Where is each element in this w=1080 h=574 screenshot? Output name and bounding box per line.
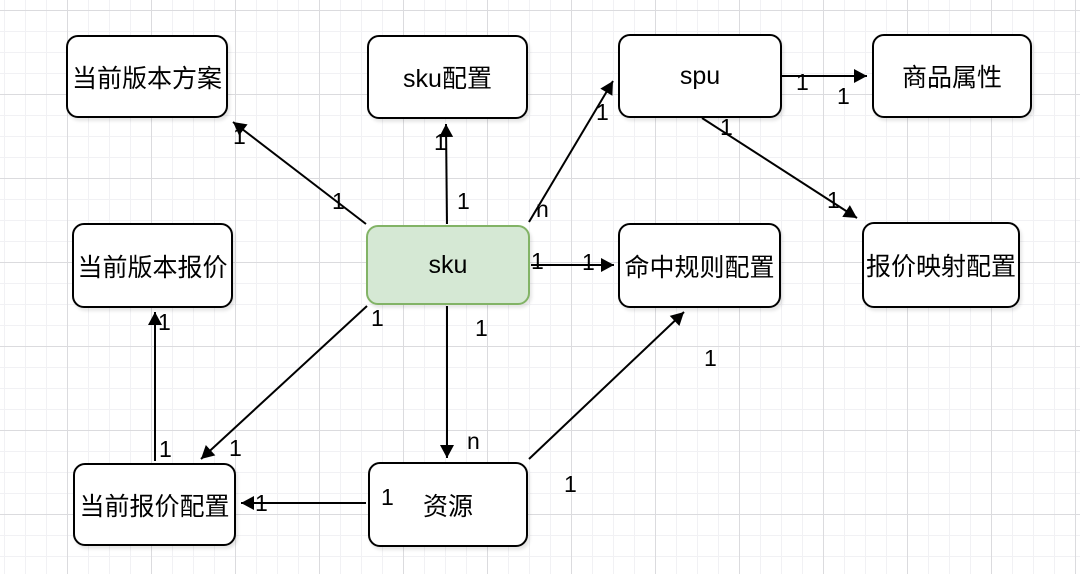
node-current-version-quote: 当前版本报价	[72, 223, 233, 308]
edge-label-sku-to-resource-target: n	[467, 428, 480, 454]
edge-label-current-quote-config-to-current-version-quote-target: 1	[158, 309, 171, 335]
node-sku-config: sku配置	[367, 35, 528, 119]
node-hit-rule-config: 命中规则配置	[618, 223, 781, 308]
edge-label-spu-to-quote-mapping-config-source: 1	[720, 114, 733, 140]
edge-label-sku-to-current-version-plan-target: 1	[233, 123, 246, 149]
edge-spu-to-quote-mapping-config	[701, 117, 858, 219]
edge-label-sku-to-current-quote-config-source: 1	[371, 305, 384, 331]
edge-sku-to-sku-config	[439, 123, 454, 225]
node-spu: spu	[618, 34, 782, 118]
edge-label-sku-to-spu-target: 1	[596, 99, 609, 125]
edge-label-sku-to-current-version-plan-source: 1	[332, 188, 345, 214]
edge-label-sku-to-current-quote-config-target: 1	[229, 435, 242, 461]
edge-label-sku-to-hit-rule-config-target: 1	[582, 249, 595, 275]
edge-label-current-quote-config-to-current-version-quote-source: 1	[159, 436, 172, 462]
edge-label-sku-to-sku-config-source: 1	[457, 188, 470, 214]
node-current-version-plan: 当前版本方案	[66, 35, 228, 118]
edge-label-resource-to-current-quote-config-target: 1	[255, 490, 268, 516]
edge-label-sku-to-sku-config-target: 1	[434, 129, 447, 155]
edge-sku-to-current-quote-config	[200, 305, 368, 460]
edge-sku-to-spu	[528, 80, 614, 223]
edge-label-spu-to-product-attribute-source: 1	[796, 69, 809, 95]
edge-label-resource-to-hit-rule-config-target: 1	[704, 345, 717, 371]
node-product-attribute: 商品属性	[872, 34, 1032, 118]
edge-resource-to-hit-rule-config	[528, 311, 685, 460]
node-sku: sku	[366, 225, 530, 305]
edge-sku-to-current-version-plan	[232, 121, 367, 225]
edge-label-spu-to-quote-mapping-config-target: 1	[827, 187, 840, 213]
edge-label-sku-to-resource-source: 1	[475, 315, 488, 341]
node-current-quote-config: 当前报价配置	[73, 463, 236, 546]
edge-label-sku-to-hit-rule-config-source: 1	[531, 248, 544, 274]
edge-label-resource-to-hit-rule-config-source: 1	[564, 471, 577, 497]
edge-label-sku-to-spu-source: n	[536, 196, 549, 222]
edge-label-spu-to-product-attribute-target: 1	[837, 83, 850, 109]
node-quote-mapping-config: 报价映射配置	[862, 222, 1020, 308]
node-resource: 资源	[368, 462, 528, 547]
edge-label-resource-to-current-quote-config-source: 1	[381, 484, 394, 510]
